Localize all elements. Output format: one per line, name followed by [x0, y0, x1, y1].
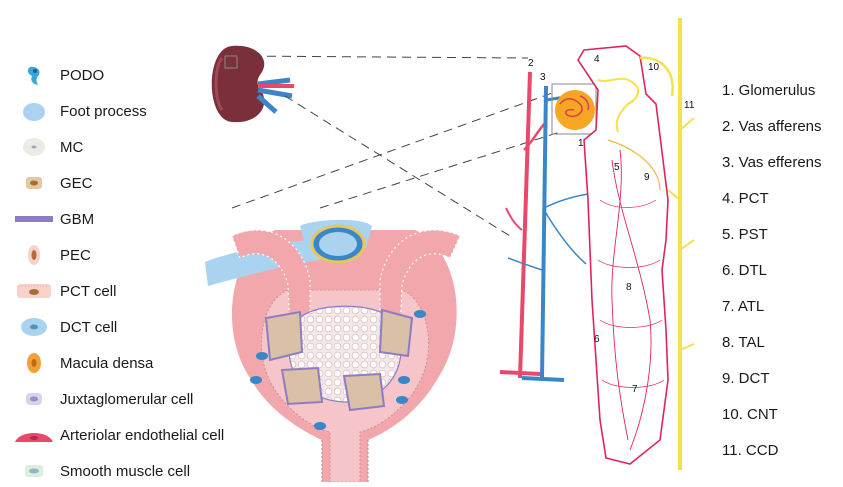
legend-item: PEC	[14, 242, 91, 268]
segment-label: 7. ATL	[722, 298, 764, 315]
legend-label: PEC	[60, 247, 91, 264]
macula-densa-icon	[14, 350, 54, 376]
diagram-number-11: 11	[684, 100, 695, 111]
arteriolar-endothelial-cell-icon	[14, 422, 54, 448]
parietal-epithelial-cell-icon	[14, 242, 54, 268]
legend-label: DCT cell	[60, 319, 117, 336]
diagram-number-6: 6	[594, 334, 600, 345]
diagram-number-2: 2	[528, 58, 534, 69]
legend-item: Arteriolar endothelial cell	[14, 422, 224, 448]
legend-item: GBM	[14, 206, 94, 232]
legend-item: DCT cell	[14, 314, 117, 340]
diagram-number-8: 8	[626, 282, 632, 293]
juxtaglomerular-cell-icon	[14, 386, 54, 412]
segment-label: 5. PST	[722, 226, 768, 243]
diagram-number-3: 3	[540, 72, 546, 83]
segment-label: 8. TAL	[722, 334, 765, 351]
diagram-number-9: 9	[644, 172, 650, 183]
legend-label: Macula densa	[60, 355, 153, 372]
smooth-muscle-cell-icon	[14, 458, 54, 484]
legend-label: PODO	[60, 67, 104, 84]
legend-item: PCT cell	[14, 278, 116, 304]
legend-label: GBM	[60, 211, 94, 228]
renal-corpuscle-detail	[205, 220, 460, 482]
mesangial-cell-icon	[14, 134, 54, 160]
legend-item: Foot process	[14, 98, 147, 124]
legend-item: PODO	[14, 62, 104, 88]
legend-label: PCT cell	[60, 283, 116, 300]
vas-afferens	[500, 72, 546, 378]
diagram-number-10: 10	[648, 62, 660, 73]
glomerular-endothelial-cell-icon	[14, 170, 54, 196]
segment-label: 3. Vas efferens	[722, 154, 822, 171]
legend-item: GEC	[14, 170, 93, 196]
legend-label: GEC	[60, 175, 93, 192]
diagram-number-4: 4	[594, 54, 600, 65]
segment-label: 6. DTL	[722, 262, 767, 279]
diagram-number-1: 1	[578, 138, 584, 149]
legend-label: Arteriolar endothelial cell	[60, 427, 224, 444]
legend-label: Smooth muscle cell	[60, 463, 190, 480]
foot-process-icon	[14, 98, 54, 124]
segment-label: 9. DCT	[722, 370, 770, 387]
dct-cell-icon	[14, 314, 54, 340]
segment-label: 2. Vas afferens	[722, 118, 822, 135]
glomerulus-box	[552, 84, 596, 134]
segment-label: 11. CCD	[722, 442, 778, 459]
legend-label: Juxtaglomerular cell	[60, 391, 193, 408]
kidney-thumbnail	[212, 46, 294, 122]
pct-cell-icon	[14, 278, 54, 304]
segment-label: 10. CNT	[722, 406, 778, 423]
diagram-number-7: 7	[632, 384, 638, 395]
segment-label: 1. Glomerulus	[722, 82, 815, 99]
legend-item: Smooth muscle cell	[14, 458, 190, 484]
podocyte-icon	[14, 62, 54, 88]
legend-item: Macula densa	[14, 350, 153, 376]
legend-item: Juxtaglomerular cell	[14, 386, 193, 412]
legend-item: MC	[14, 134, 83, 160]
legend-label: MC	[60, 139, 83, 156]
diagram-number-5: 5	[614, 162, 620, 173]
basement-membrane-icon	[14, 206, 54, 232]
legend-label: Foot process	[60, 103, 147, 120]
segment-label: 4. PCT	[722, 190, 769, 207]
